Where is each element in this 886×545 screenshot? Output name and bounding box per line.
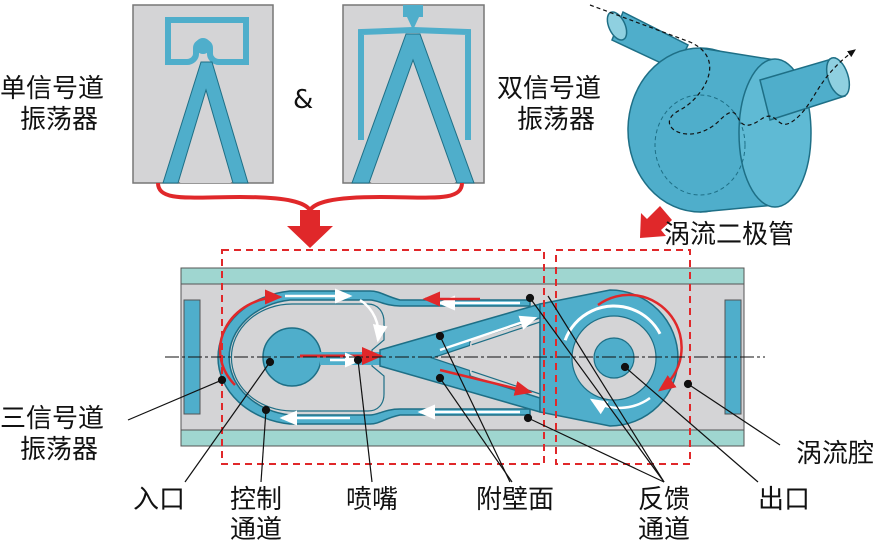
oscillator-region-box <box>221 249 545 465</box>
double-channel-oscillator-panel <box>342 4 485 184</box>
single-osc-label-2: 振荡器 <box>20 105 98 135</box>
control-channel-label-2: 通道 <box>230 515 282 545</box>
control-channel-label-1: 控制 <box>230 485 282 515</box>
merge-brace <box>156 182 464 214</box>
ampersand: & <box>293 85 313 115</box>
merge-arrow <box>287 210 333 248</box>
double-osc-label-1: 双信号道 <box>497 74 601 104</box>
vortex-chamber-label: 涡流腔 <box>796 439 874 469</box>
nozzle-label: 喷嘴 <box>346 485 398 515</box>
triple-osc-label-2: 振荡器 <box>20 435 98 465</box>
vortex-diode-label: 涡流二极管 <box>664 220 794 250</box>
vortex-region-box <box>555 249 691 465</box>
double-osc-label-2: 振荡器 <box>517 105 595 135</box>
single-osc-label-1: 单信号道 <box>0 74 104 104</box>
inlet-label: 入口 <box>133 485 185 515</box>
attachment-wall-label: 附壁面 <box>476 485 554 515</box>
vortex-arrow <box>640 206 672 238</box>
vortex-diode-illustration <box>589 4 856 213</box>
leader-lines <box>127 293 781 483</box>
feedback-channel-label-2: 通道 <box>638 515 690 545</box>
single-channel-oscillator-panel <box>132 4 274 184</box>
main-assembly <box>165 249 765 465</box>
outlet-label: 出口 <box>758 485 810 515</box>
feedback-channel-label-1: 反馈 <box>638 485 690 515</box>
triple-osc-label-1: 三信号道 <box>0 404 104 434</box>
